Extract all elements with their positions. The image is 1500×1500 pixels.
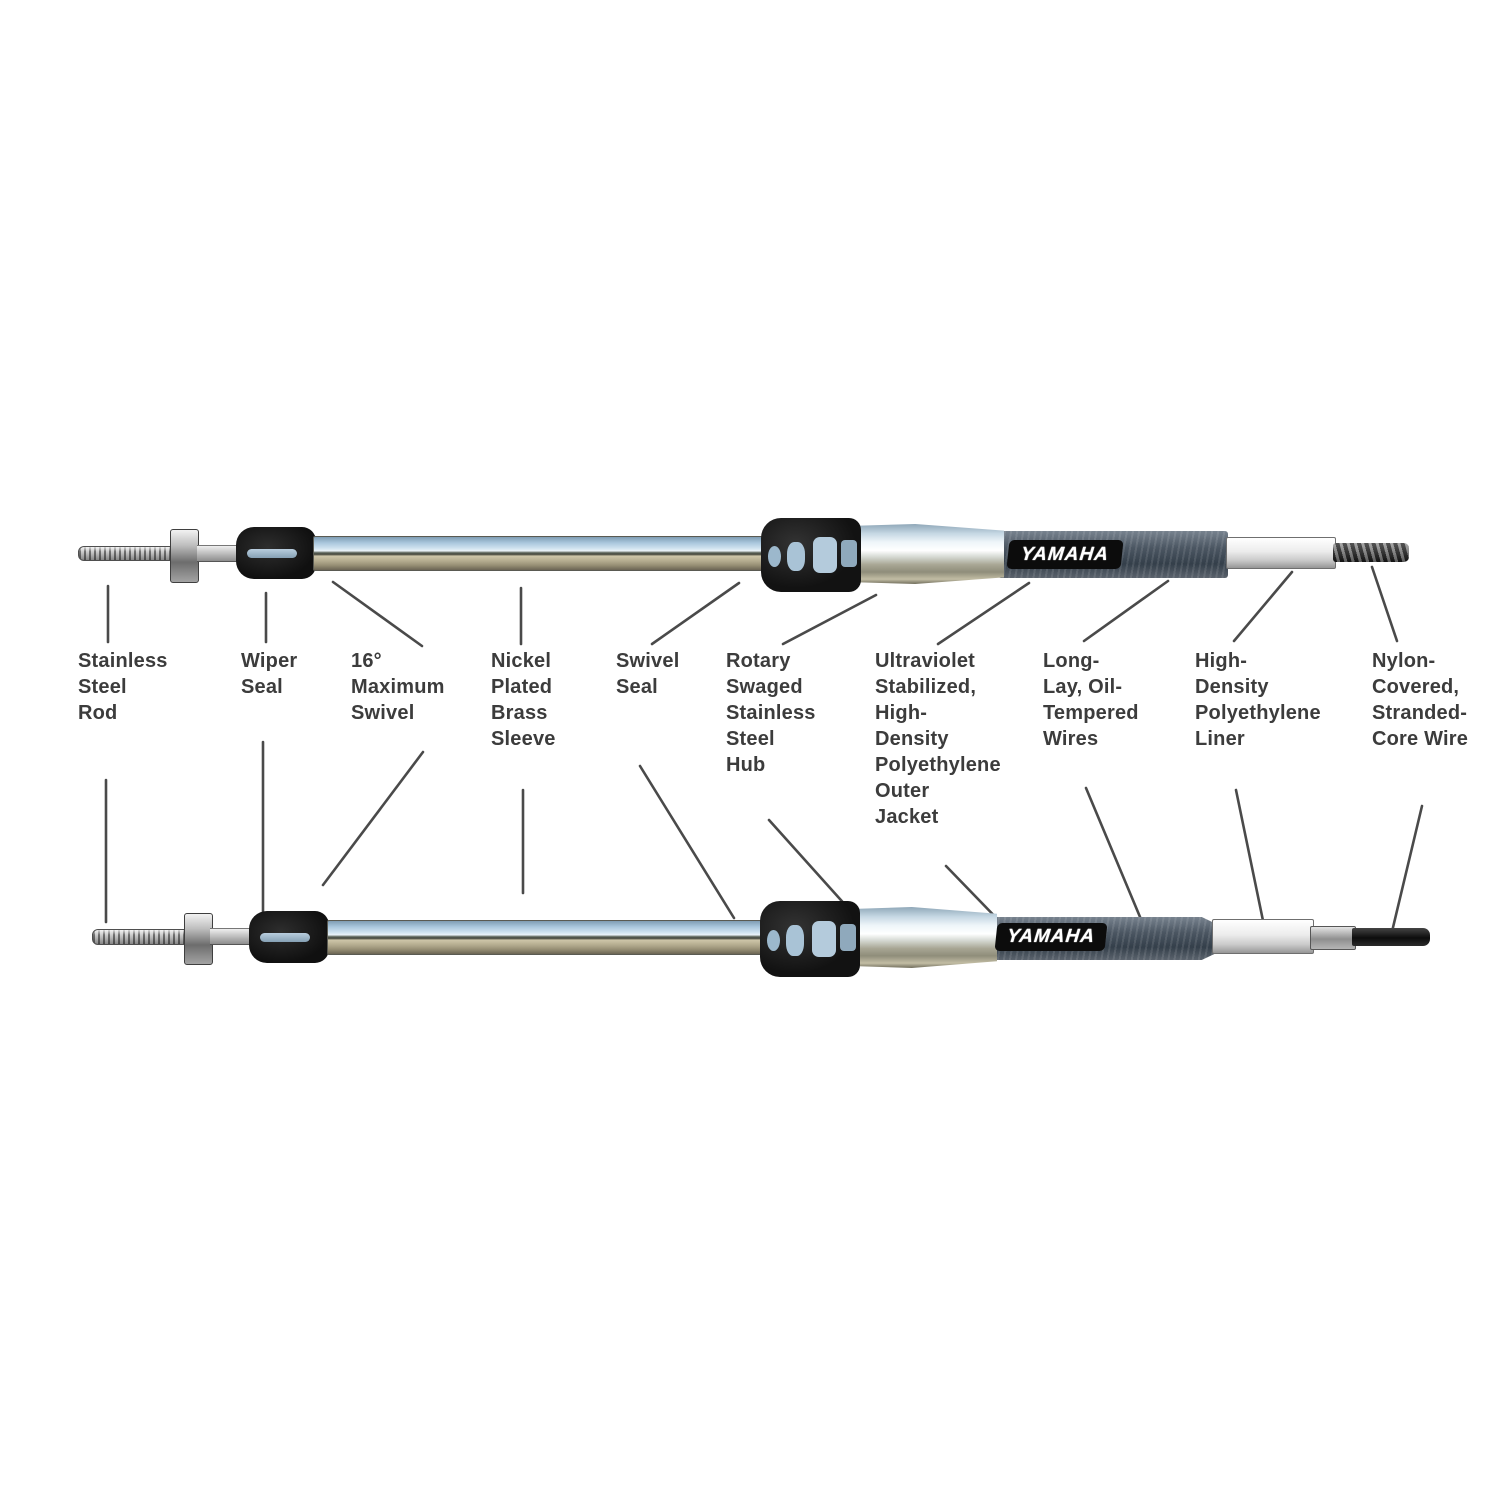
top-stainless-hub-part: [856, 524, 1004, 584]
label-long-lay-oil-tempered-wires: Long- Lay, Oil- Tempered Wires: [1043, 650, 1139, 750]
leader-upper-hdpe-liner: [1232, 570, 1294, 643]
top-grip-dot: [841, 540, 857, 567]
top-core-wire-part: [1333, 543, 1409, 562]
bottom-grip-dot: [812, 920, 836, 958]
top-grip-dot: [813, 537, 837, 573]
label-maximum-swivel: 16° Maximum Swivel: [351, 650, 445, 724]
top-rod-shaft-part: [197, 545, 239, 562]
top-wiper-seal-part: [236, 527, 316, 579]
label-stainless-steel-rod: Stainless Steel Rod: [78, 650, 168, 724]
top-wiper-seal-highlight: [247, 548, 297, 558]
label-wiper-seal: Wiper Seal: [241, 650, 298, 698]
bottom-rod-shaft-part: [210, 928, 252, 945]
bottom-yamaha-brand-label: YAMAHA: [994, 923, 1108, 951]
bottom-rotary-hub-grip-part: [760, 901, 860, 977]
leader-lower-maximum-swivel: [321, 750, 425, 887]
label-uv-hdpe-outer-jacket: Ultraviolet Stabilized, High- Density Po…: [875, 650, 1001, 828]
top-yamaha-brand-label: YAMAHA: [1006, 540, 1124, 569]
leader-upper-outer-jacket: [936, 581, 1031, 646]
leader-upper-tempered-wires: [1082, 579, 1170, 643]
bottom-core-wire-part: [1352, 928, 1430, 946]
leader-lower-tempered-wires: [1084, 786, 1150, 938]
bottom-wiper-seal-part: [249, 911, 329, 963]
leader-upper-core-wire: [1370, 565, 1399, 643]
leader-lower-swivel-seal: [638, 764, 736, 920]
bottom-stainless-steel-rod-part: [92, 929, 188, 945]
top-rotary-hub-grip-part: [761, 518, 861, 592]
leader-upper-maximum-swivel: [331, 580, 424, 648]
top-grip-dot: [787, 541, 805, 572]
leader-lower-core-wire: [1388, 804, 1424, 942]
leader-lower-hdpe-liner: [1234, 788, 1269, 942]
label-nylon-covered-stranded-core-wire: Nylon- Covered, Stranded- Core Wire: [1372, 650, 1469, 750]
bottom-grip-dot: [786, 925, 804, 956]
bottom-wiper-seal-highlight: [260, 932, 310, 942]
top-brass-sleeve-part: [313, 536, 775, 571]
bottom-stainless-hub-part: [855, 907, 997, 968]
bottom-hdpe-liner-part: [1212, 919, 1314, 954]
bottom-ferrule-part: [1310, 926, 1356, 950]
top-hex-nut-part: [170, 529, 199, 583]
bottom-grip-dot: [840, 923, 856, 952]
top-hdpe-liner-part: [1226, 537, 1336, 569]
leader-upper-swivel-seal: [650, 581, 741, 646]
label-swivel-seal: Swivel Seal: [616, 650, 680, 698]
leader-upper-rotary-hub: [781, 593, 878, 646]
label-hdpe-liner: High- Density Polyethylene Liner: [1195, 650, 1321, 750]
label-rotary-swaged-stainless-steel-hub: Rotary Swaged Stainless Steel Hub: [726, 650, 816, 776]
label-nickel-plated-brass-sleeve: Nickel Plated Brass Sleeve: [491, 650, 556, 750]
bottom-grip-dot: [767, 929, 780, 952]
top-stainless-steel-rod-part: [78, 546, 174, 561]
bottom-hex-nut-part: [184, 913, 213, 965]
top-grip-dot: [768, 546, 781, 567]
bottom-brass-sleeve-part: [327, 920, 774, 955]
